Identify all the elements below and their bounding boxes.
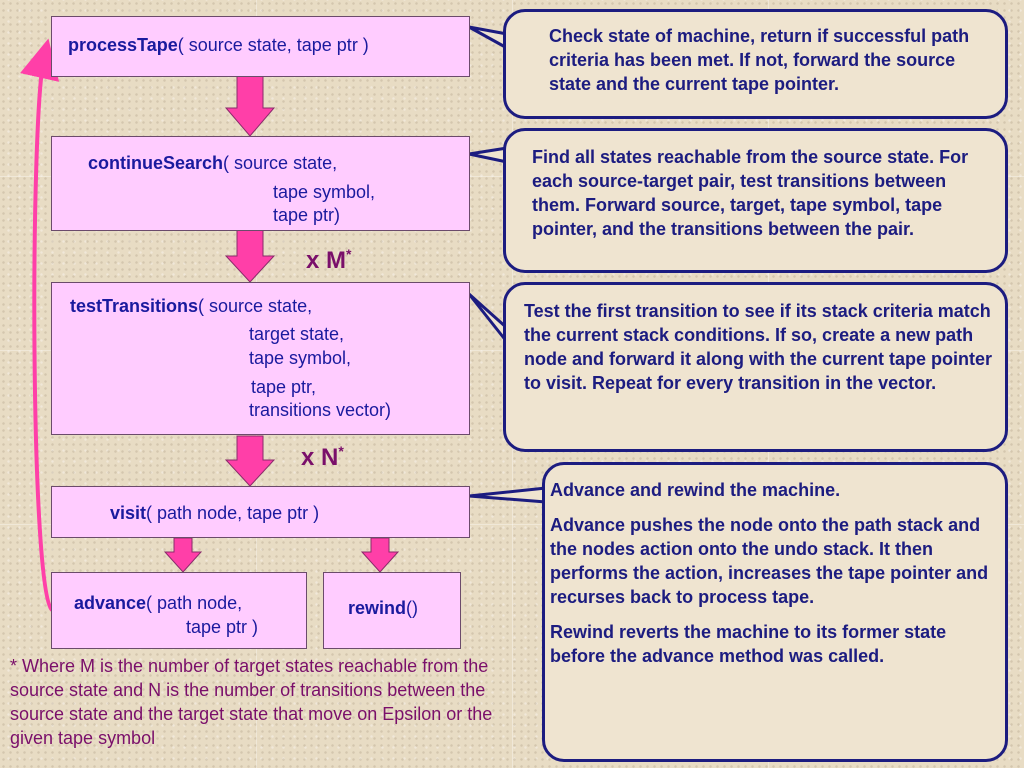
multiplier-label: x N [301, 444, 339, 471]
function-name: testTransitions [70, 296, 199, 316]
function-name: processTape [68, 35, 178, 55]
function-args: tape symbol, [249, 348, 352, 368]
callout-text: Advance and rewind the machine. [550, 480, 841, 500]
function-args: target state, [249, 324, 345, 344]
down-arrow-1 [224, 75, 276, 137]
callout-test-transitions: Test the first transition to see if its … [503, 282, 1008, 452]
function-args: tape ptr, [251, 377, 317, 397]
callout-text: Check state of machine, return if succes… [549, 26, 970, 94]
function-args: tape symbol, [273, 182, 376, 202]
function-args: tape ptr ) [186, 617, 259, 637]
down-arrow-rewind [360, 537, 400, 573]
process-tape-box: processTape( source state, tape ptr ) [51, 16, 470, 77]
continue-search-box: continueSearch( source state, tape symbo… [51, 136, 470, 231]
function-name: continueSearch [88, 153, 224, 173]
function-args: () [406, 598, 419, 618]
function-args: ( source state, [198, 296, 313, 316]
multiplier-sup: * [338, 443, 344, 459]
function-name: advance [74, 593, 147, 613]
footnote: * Where M is the number of target states… [10, 656, 493, 748]
down-arrow-3 [224, 435, 276, 487]
multiplier-sup: * [346, 246, 352, 262]
advance-box: advance( path node, tape ptr ) [51, 572, 307, 649]
visit-box: visit( path node, tape ptr ) [51, 486, 470, 538]
down-arrow-advance [163, 537, 203, 573]
function-args: transitions vector) [249, 400, 392, 420]
function-name: visit [110, 503, 147, 523]
multiplier-label: x M [306, 247, 347, 274]
callout-pointer-1 [467, 25, 509, 50]
callout-text: Find all states reachable from the sourc… [532, 147, 969, 239]
function-args: ( path node, [146, 593, 243, 613]
callout-process-tape: Check state of machine, return if succes… [503, 9, 1008, 119]
callout-text: Advance pushes the node onto the path st… [550, 515, 989, 607]
multiplier-n: x N* [301, 443, 344, 472]
callout-pointer-3 [467, 292, 509, 344]
rewind-box: rewind() [323, 572, 461, 649]
function-name: rewind [348, 598, 407, 618]
function-args: ( source state, [223, 153, 338, 173]
callout-text: Rewind reverts the machine to its former… [550, 622, 947, 666]
function-args: tape ptr) [273, 205, 341, 225]
callout-pointer-4 [467, 486, 548, 504]
callout-continue-search: Find all states reachable from the sourc… [503, 128, 1008, 273]
callout-pointer-2 [467, 146, 509, 164]
callout-visit: Advance and rewind the machine. Advance … [542, 462, 1008, 762]
grid-line [0, 524, 1024, 525]
down-arrow-2 [224, 229, 276, 283]
multiplier-m: x M* [306, 246, 351, 275]
function-args: ( path node, tape ptr ) [146, 503, 320, 523]
function-args: ( source state, tape ptr ) [177, 35, 369, 55]
callout-text: Test the first transition to see if its … [524, 301, 993, 393]
loop-back-arrow [20, 38, 60, 612]
test-transitions-box: testTransitions( source state, target st… [51, 282, 470, 435]
